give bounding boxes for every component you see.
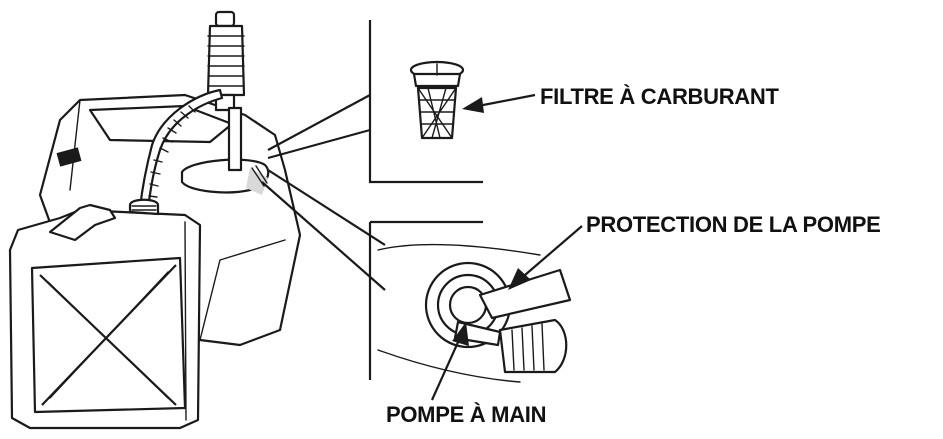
tank-vent-icon [56, 147, 82, 167]
pump-guard-detail-illustration [377, 243, 572, 383]
callout-frames [261, 20, 483, 380]
fuel-filter-label: FILTRE À CARBURANT [540, 84, 779, 109]
fuel-filter-illustration [409, 60, 465, 140]
hand-pump-illustration [138, 10, 246, 210]
hand-pump-label: POMPE À MAIN [386, 402, 547, 427]
arrow-filter-icon [462, 97, 484, 113]
callout-arrows [430, 93, 583, 401]
jerrycan-illustration [8, 198, 202, 430]
pump-guard-label: PROTECTION DE LA POMPE [586, 212, 881, 237]
arrow-guard-icon [508, 268, 531, 290]
arrow-pump-icon [452, 322, 469, 346]
